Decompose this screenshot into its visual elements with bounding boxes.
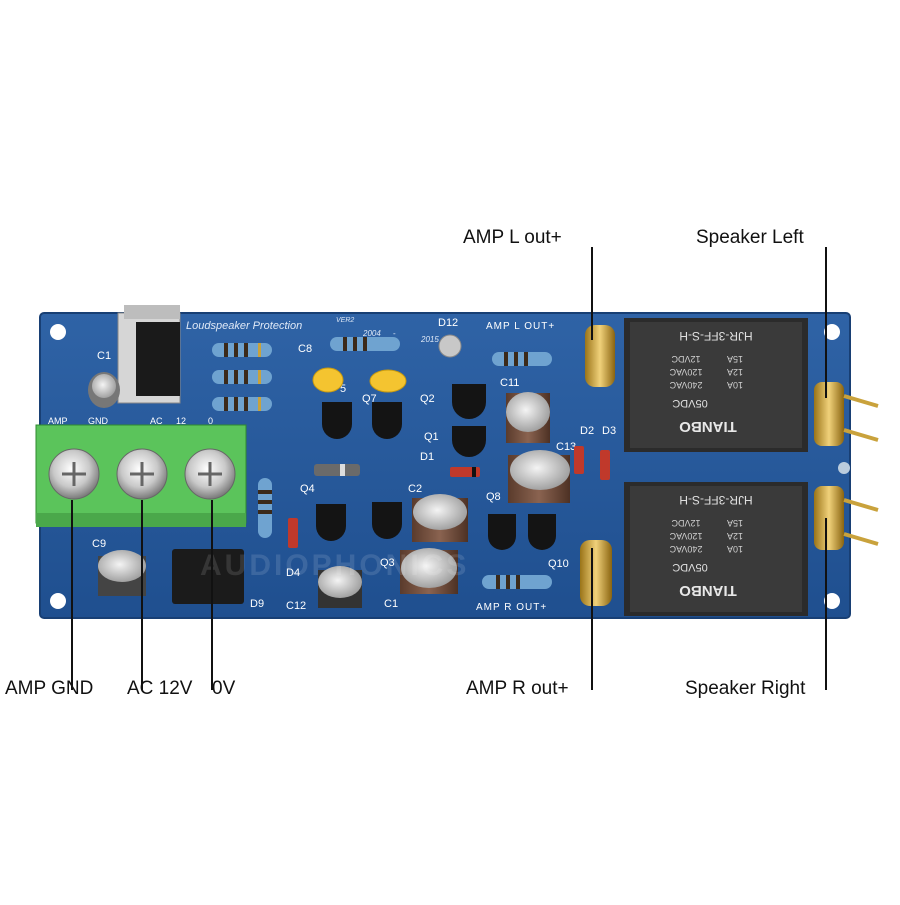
ref-q10: Q10 [548,558,569,570]
ref-d12: D12 [438,317,458,329]
silk-12: 12 [176,416,186,426]
svg-text:12A: 12A [727,531,743,541]
ref-q4: Q4 [300,483,315,495]
voltage-regulator [117,305,181,404]
svg-text:-: - [393,329,396,338]
callout-lines [71,247,827,690]
ref-q5: 5 [340,383,346,395]
board-year-end: 2015 [420,335,439,344]
ref-c1-bottom: C1 [384,598,398,610]
ref-q1: Q1 [424,431,439,443]
gold-pins-input [580,325,615,606]
svg-text:HJR-3FF-S-H: HJR-3FF-S-H [679,329,752,343]
ref-c9: C9 [92,538,106,550]
relay-bottom: HJR-3FF-S-H 15A 12VDC 12A 120VAC 10A 240… [624,482,808,616]
board-version: VER2 [336,317,354,324]
electrolytic-caps [98,392,570,608]
svg-text:12VDC: 12VDC [671,518,701,528]
board-title: Loudspeaker Protection [186,320,302,332]
svg-text:240VAC: 240VAC [669,380,702,390]
ref-c11: C11 [500,377,519,389]
label-speaker-right: Speaker Right [685,678,806,699]
ref-c2: C2 [408,483,422,495]
silk-gnd: GND [88,416,109,426]
svg-text:12VDC: 12VDC [671,354,701,364]
label-amp-r-out: AMP R out+ [466,678,569,699]
ref-q2: Q2 [420,393,435,405]
ref-d3: D3 [602,425,616,437]
label-amp-l-out: AMP L out+ [463,227,562,248]
svg-text:10A: 10A [727,544,743,554]
relay-top: HJR-3FF-S-H 15A 12VDC 12A 120VAC 10A 240… [624,318,808,452]
watermark: AUDIOPHONICS [200,549,469,582]
svg-text:15A: 15A [727,518,743,528]
ceramic-caps [312,367,407,393]
transistors [316,384,556,550]
svg-text:15A: 15A [727,354,743,364]
led-d12 [438,334,462,358]
silk-0: 0 [208,416,213,426]
resistor-group-top [212,337,552,589]
diodes [288,446,610,548]
ref-c12: C12 [286,600,306,612]
silk-amp: AMP [48,416,68,426]
mounting-holes [50,324,850,609]
silk-ac: AC [150,416,163,426]
ref-d4: D4 [286,567,300,579]
bridge-rectifier-d9 [172,549,244,604]
board-year-start: 2004 [362,329,381,338]
silk-amp-l-out: AMP L OUT+ [486,321,555,332]
svg-text:TIANBO: TIANBO [679,418,737,435]
capacitor-c1-small [88,372,120,408]
ref-d9: D9 [250,598,264,610]
svg-text:12A: 12A [727,367,743,377]
ref-q8: Q8 [486,491,501,503]
label-amp-gnd: AMP GND [5,678,94,699]
ref-d2: D2 [580,425,594,437]
label-speaker-left: Speaker Left [696,227,804,248]
svg-text:05VDC: 05VDC [672,397,708,409]
svg-text:05VDC: 05VDC [672,561,708,573]
ref-q3: Q3 [380,557,395,569]
ref-c8: C8 [298,343,312,355]
svg-text:120VAC: 120VAC [669,367,702,377]
label-0v: 0V [212,678,236,699]
svg-text:HJR-3FF-S-H: HJR-3FF-S-H [679,493,752,507]
gold-pins-speaker [814,382,879,550]
svg-text:10A: 10A [727,380,743,390]
label-ac-12v: AC 12V [127,678,193,699]
svg-text:120VAC: 120VAC [669,531,702,541]
ref-c1-top: C1 [97,350,111,362]
silk-amp-r-out: AMP R OUT+ [476,602,547,613]
svg-text:TIANBO: TIANBO [679,582,737,599]
ref-c13: C13 [556,441,576,453]
svg-text:240VAC: 240VAC [669,544,702,554]
ref-d1: D1 [420,451,434,463]
